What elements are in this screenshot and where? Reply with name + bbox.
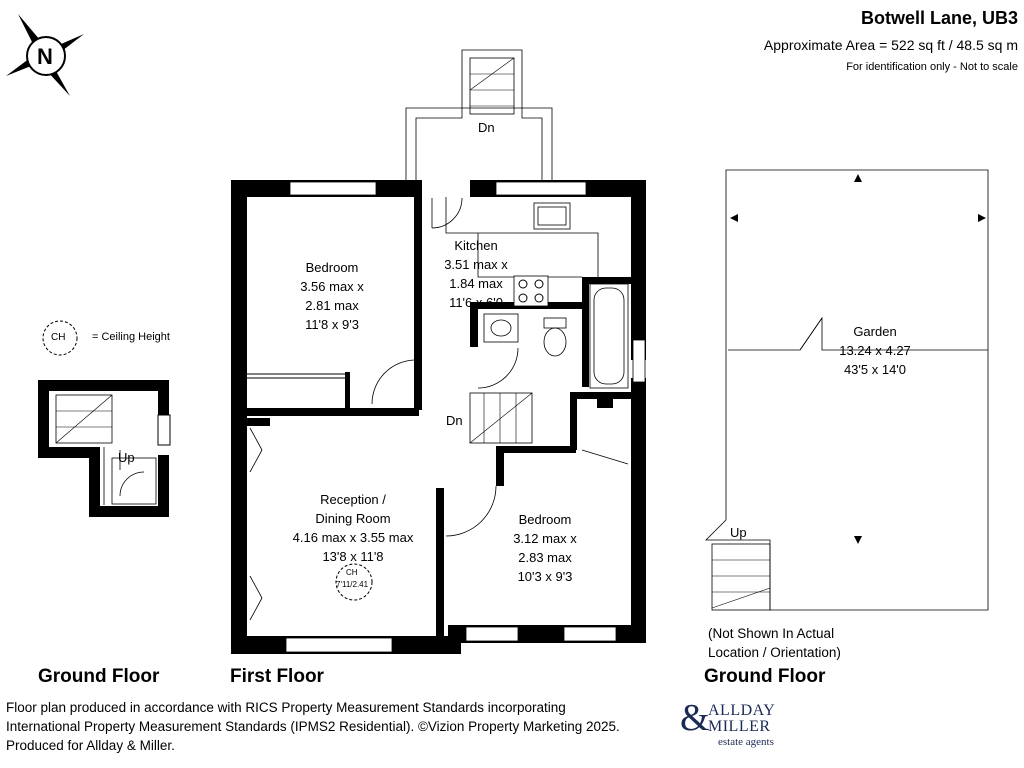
garden-plan <box>705 169 989 611</box>
ch-legend-icon <box>42 320 78 356</box>
ch-mark-icon <box>335 563 373 601</box>
logo-name-allday: ALLDAY <box>708 702 776 719</box>
stairs-up-small: Up <box>118 450 135 465</box>
garden-label: Garden 13.24 x 4.27 43'5 x 14'0 <box>839 324 911 377</box>
first-floor-plan <box>231 49 646 654</box>
bedroom-2-label: Bedroom 3.12 max x 2.83 max 10'3 x 9'3 <box>513 512 577 584</box>
logo-name-miller: MILLER <box>708 718 771 735</box>
ch-legend-text: = Ceiling Height <box>92 331 170 343</box>
stairs-down-top: Dn <box>478 120 495 135</box>
bedroom-1-label: Bedroom 3.56 max x 2.81 max 11'8 x 9'3 <box>300 260 364 332</box>
kitchen-label: Kitchen 3.51 max x 1.84 max 11'6 x 6'0 <box>444 238 508 310</box>
ground-floor-left-label: Ground Floor <box>38 666 160 687</box>
compass-icon <box>6 14 84 96</box>
identification-note: For identification only - Not to scale <box>846 61 1018 73</box>
page-title: Botwell Lane, UB3 <box>860 8 1018 28</box>
ch-mark-value: 7'11/2.41 <box>336 580 369 589</box>
allday-miller-logo: & ALLDAY MILLER estate agents <box>680 697 810 752</box>
stairs-down-mid: Dn <box>446 413 463 428</box>
footer-disclaimer: Floor plan produced in accordance with R… <box>6 700 620 753</box>
logo-tagline: estate agents <box>718 736 774 748</box>
ch-legend-symbol: CH <box>51 332 66 343</box>
logo-ampersand: & <box>680 697 710 739</box>
garden-location-note: (Not Shown In Actual Location / Orientat… <box>708 626 841 660</box>
compass-letter: N <box>37 44 53 69</box>
approximate-area: Approximate Area = 522 sq ft / 48.5 sq m <box>763 37 1018 53</box>
stairs-up-garden: Up <box>730 525 747 540</box>
ch-mark-symbol: CH <box>346 568 358 577</box>
first-floor-label: First Floor <box>230 666 324 687</box>
ground-floor-right-label: Ground Floor <box>704 666 826 687</box>
reception-label: Reception / Dining Room 4.16 max x 3.55 … <box>292 492 414 564</box>
ground-floor-left-plan <box>38 380 171 517</box>
